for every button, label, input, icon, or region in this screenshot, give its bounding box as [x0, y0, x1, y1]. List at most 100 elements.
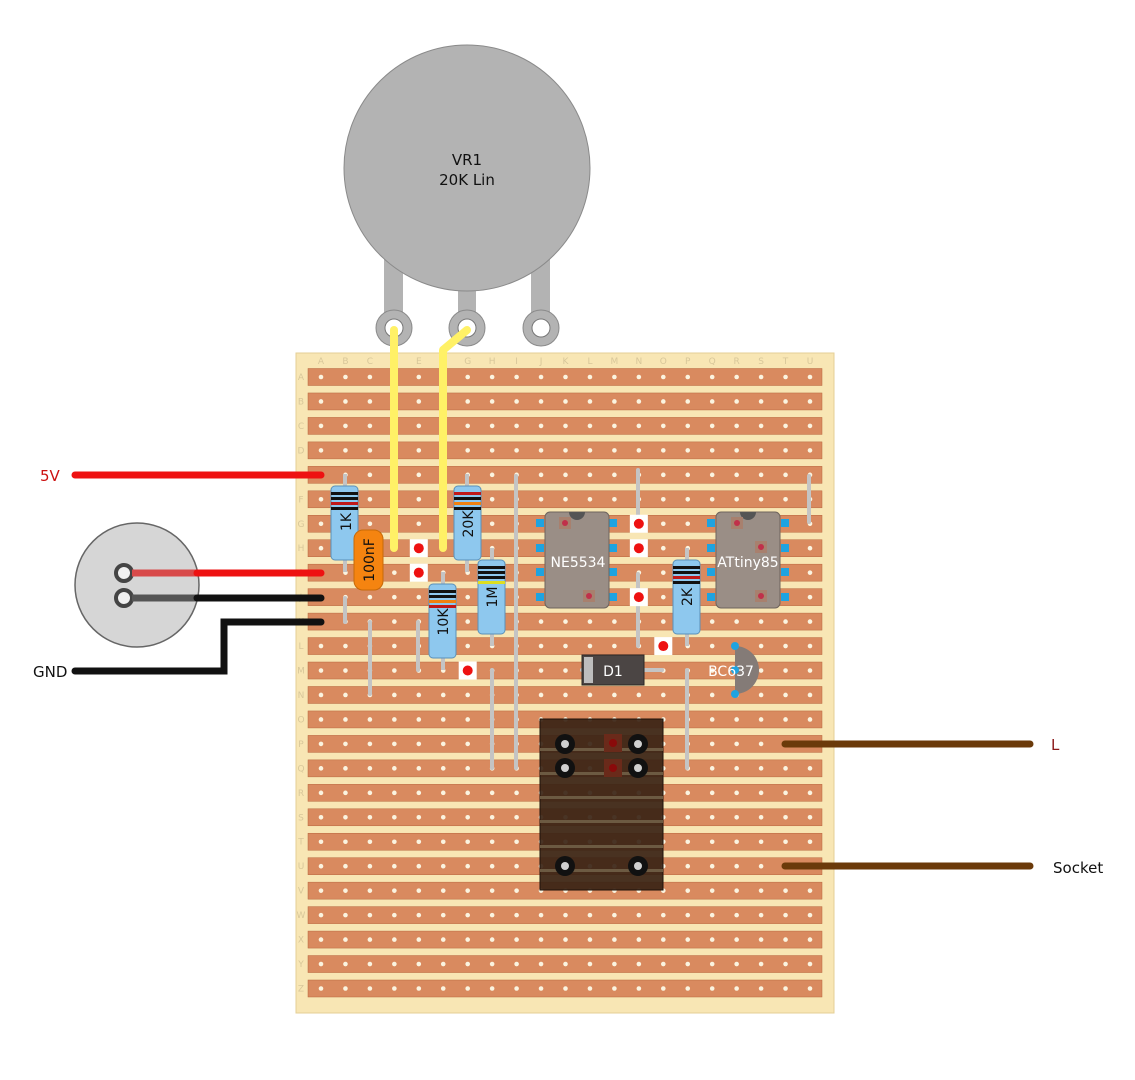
strip-hole: [465, 986, 471, 991]
strip-hole: [612, 961, 617, 967]
strip-hole: [416, 790, 422, 796]
strip-hole: [587, 643, 593, 649]
strip-hole: [758, 766, 764, 771]
strip-hole: [783, 912, 788, 918]
strip-hole: [783, 961, 788, 967]
strip-hole: [685, 423, 691, 429]
strip-hole: [563, 423, 568, 429]
strip-hole: [709, 619, 715, 624]
strip-hole: [440, 692, 446, 698]
strip-hole: [636, 374, 642, 380]
strip-cut-dot: [658, 641, 669, 652]
strip-hole: [709, 717, 715, 722]
strip-hole: [489, 790, 495, 796]
strip-hole: [367, 888, 373, 893]
strip-hole: [709, 692, 715, 698]
strip-hole: [514, 839, 519, 845]
strip-hole: [661, 594, 666, 600]
strip-hole: [392, 668, 397, 673]
column-label: A: [318, 357, 325, 367]
row-label: B: [298, 397, 304, 407]
strip-hole: [538, 448, 544, 453]
strip-hole: [318, 839, 324, 845]
strip-hole: [709, 888, 715, 893]
column-label: I: [515, 357, 518, 367]
strip-hole: [416, 888, 422, 893]
strip-hole: [758, 692, 764, 698]
strip-hole: [392, 912, 397, 918]
wire-gnd: GND: [33, 618, 325, 681]
strip-hole: [440, 717, 446, 722]
strip-hole: [807, 766, 813, 771]
strip-hole: [734, 717, 739, 722]
row-label: Z: [298, 985, 304, 995]
strip-hole: [465, 594, 471, 600]
strip-hole: [367, 766, 373, 771]
strip-hole: [440, 790, 446, 796]
strip-hole: [465, 888, 471, 893]
strip-hole: [367, 863, 373, 869]
strip-hole: [783, 986, 788, 991]
strip-hole: [440, 814, 446, 820]
strip-hole: [392, 961, 397, 967]
strip-hole: [734, 741, 739, 747]
strip-hole: [685, 961, 691, 967]
strip-hole: [465, 766, 471, 771]
strip-hole: [489, 986, 495, 991]
strip-hole: [612, 448, 617, 453]
strip-hole: [367, 497, 373, 502]
strip-hole: [758, 961, 764, 967]
strip-hole: [465, 814, 471, 820]
strip-hole: [563, 374, 568, 380]
strip-hole: [661, 912, 666, 918]
strip-hole: [416, 961, 422, 967]
strip-hole: [538, 692, 544, 698]
strip-hole: [318, 961, 324, 967]
strip-hole: [612, 692, 617, 698]
strip-hole: [685, 937, 691, 942]
strip-hole: [734, 790, 739, 796]
strip-hole: [709, 643, 715, 649]
wire-5v-label: 5V: [40, 467, 61, 485]
strip-hole: [465, 643, 471, 649]
strip-hole: [612, 423, 617, 429]
diode-d1-label: D1: [603, 664, 623, 680]
strip-hole: [758, 497, 764, 502]
strip-hole: [661, 570, 666, 575]
strip-hole: [612, 497, 617, 502]
strip-hole: [416, 741, 422, 747]
strip-hole: [587, 692, 593, 698]
strip-hole: [392, 570, 397, 575]
wire-5v: 5V: [40, 467, 325, 485]
strip-hole: [661, 497, 666, 502]
strip-hole: [489, 839, 495, 845]
strip-hole: [318, 741, 324, 747]
strip-cut-dot: [633, 543, 644, 554]
strip-hole: [416, 717, 422, 722]
resistor-1m-label: 1M: [485, 587, 501, 608]
strip-hole: [538, 374, 544, 380]
strip-hole: [318, 374, 324, 380]
strip-hole: [318, 766, 324, 771]
row-label: Y: [297, 960, 304, 970]
strip-hole: [367, 937, 373, 942]
resistor-2k-label: 2K: [680, 587, 696, 606]
strip-hole: [685, 863, 691, 869]
strip-hole: [783, 790, 788, 796]
strip-hole: [514, 399, 519, 404]
strip-hole: [318, 986, 324, 991]
strip-hole: [807, 888, 813, 893]
ic-ne5534: NE5534: [536, 511, 617, 609]
strip-hole: [343, 888, 348, 893]
strip-hole: [587, 374, 593, 380]
row-label: V: [298, 887, 305, 897]
strip-hole: [318, 863, 324, 869]
strip-hole: [783, 423, 788, 429]
strip-hole: [318, 912, 324, 918]
strip-hole: [758, 668, 764, 673]
column-label: Q: [709, 357, 716, 367]
strip-hole: [636, 692, 642, 698]
strip-hole: [807, 790, 813, 796]
strip-hole: [685, 399, 691, 404]
strip-hole: [318, 717, 324, 722]
